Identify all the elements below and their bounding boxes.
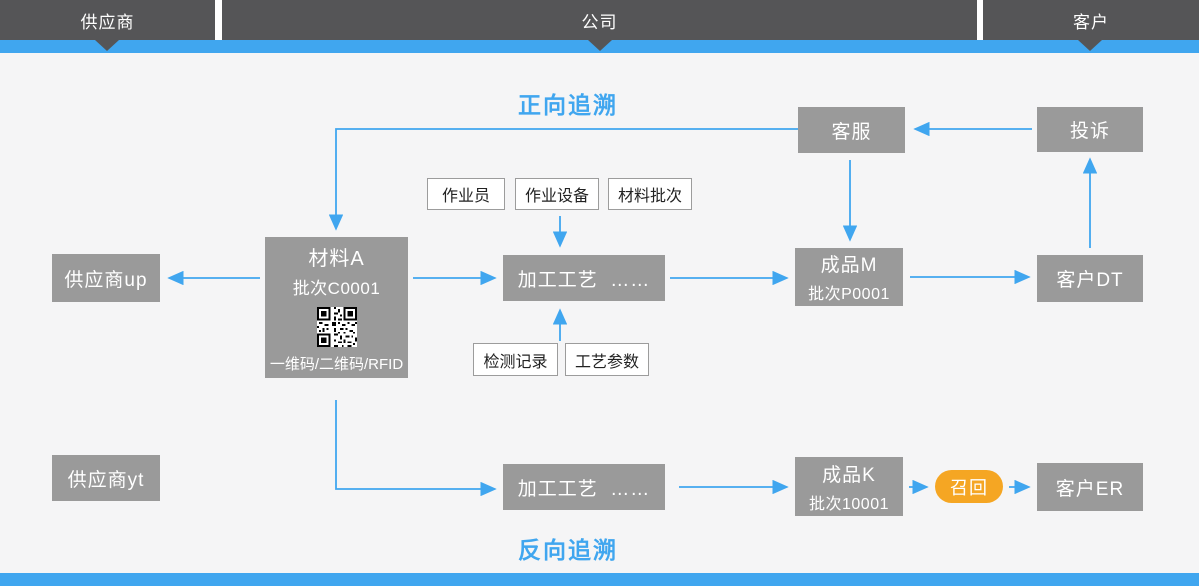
node-product-k: 成品K 批次10001 [795, 457, 903, 516]
header-pointer-company [588, 40, 612, 51]
header-segment-company: 公司 [222, 0, 977, 40]
tag-material-batch: 材料批次 [608, 178, 692, 210]
material-a-batch: 批次C0001 [292, 278, 381, 298]
header-label-customer: 客户 [1073, 12, 1109, 32]
edge-material-to-process-bottom [335, 400, 497, 497]
product-k-batch: 批次10001 [809, 495, 889, 513]
supplier-yt-label: 供应商yt [67, 469, 145, 491]
tag-equipment-label: 作业设备 [524, 188, 589, 205]
customer-service-label: 客服 [831, 121, 872, 143]
forward-trace-title: 正向追溯 [518, 92, 618, 118]
node-material-a: 材料A 批次C0001 [265, 237, 408, 378]
header-segment-supplier: 供应商 [0, 0, 215, 40]
node-process-top: 加工工艺 …… [503, 255, 665, 301]
backward-trace-title: 反向追溯 [518, 537, 618, 563]
product-k-title: 成品K [822, 464, 876, 486]
tag-operator: 作业员 [427, 178, 505, 210]
header-label-company: 公司 [581, 12, 618, 32]
tag-material-batch-label: 材料批次 [617, 188, 682, 205]
node-supplier-yt: 供应商yt [52, 455, 160, 501]
tag-process-params-label: 工艺参数 [574, 353, 639, 371]
complaint-label: 投诉 [1069, 121, 1110, 142]
tag-inspection-record: 检测记录 [473, 343, 558, 376]
header-pointer-customer [1078, 40, 1102, 51]
node-customer-dt: 客户DT [1037, 255, 1143, 302]
header-segment-customer: 客户 [983, 0, 1199, 40]
node-customer-service: 客服 [798, 107, 905, 153]
recall-badge: 召回 [935, 470, 1003, 503]
product-m-title: 成品M [820, 255, 878, 276]
node-product-m: 成品M 批次P0001 [795, 248, 903, 306]
supplier-up-label: 供应商up [64, 269, 148, 291]
tag-inspection-record-label: 检测记录 [483, 353, 548, 371]
tag-operator-label: 作业员 [441, 188, 490, 205]
header-label-supplier: 供应商 [80, 12, 135, 32]
tag-equipment: 作业设备 [515, 178, 599, 210]
recall-label: 召回 [950, 477, 988, 498]
material-a-title: 材料A [308, 247, 365, 270]
product-m-batch: 批次P0001 [808, 286, 890, 303]
header-pointer-supplier [95, 40, 119, 51]
material-a-codes: 一维码/二维码/RFID [269, 355, 404, 373]
qr-code-icon [316, 306, 357, 347]
customer-er-label: 客户ER [1055, 478, 1125, 500]
bottom-blue-strip [0, 573, 1199, 586]
node-supplier-up: 供应商up [52, 254, 160, 302]
node-complaint: 投诉 [1037, 107, 1143, 152]
node-customer-er: 客户ER [1037, 463, 1143, 511]
customer-dt-label: 客户DT [1056, 270, 1124, 291]
process-top-label: 加工工艺 …… [517, 269, 651, 291]
tag-process-params: 工艺参数 [565, 343, 649, 376]
node-process-bottom: 加工工艺 …… [503, 464, 665, 510]
process-bottom-label: 加工工艺 …… [517, 478, 651, 500]
